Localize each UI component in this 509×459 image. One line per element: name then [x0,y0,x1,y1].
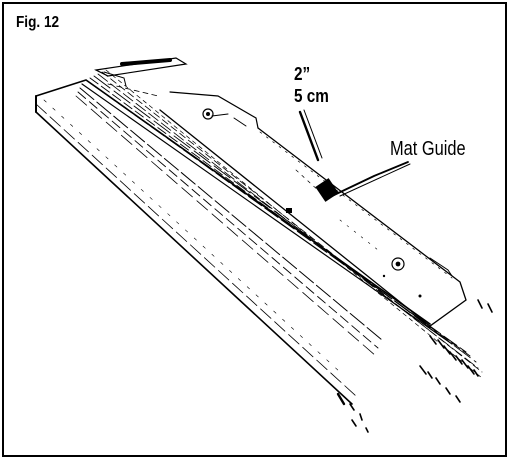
guide-rails [75,69,483,379]
base-board [35,79,431,405]
callout-leader [331,161,409,197]
mat-guide-callout: Mat Guide [390,138,466,160]
end-bracket [94,57,188,97]
dimension-cm-label: 5 cm [294,86,329,106]
guide-knobs [202,108,422,298]
dimension-inches-label: 2” [294,64,311,84]
figure-label: Fig. 12 [16,14,60,31]
rail-end-ticks [336,299,493,433]
dimension-marker [286,109,339,213]
mat-guide-plate [159,91,467,327]
